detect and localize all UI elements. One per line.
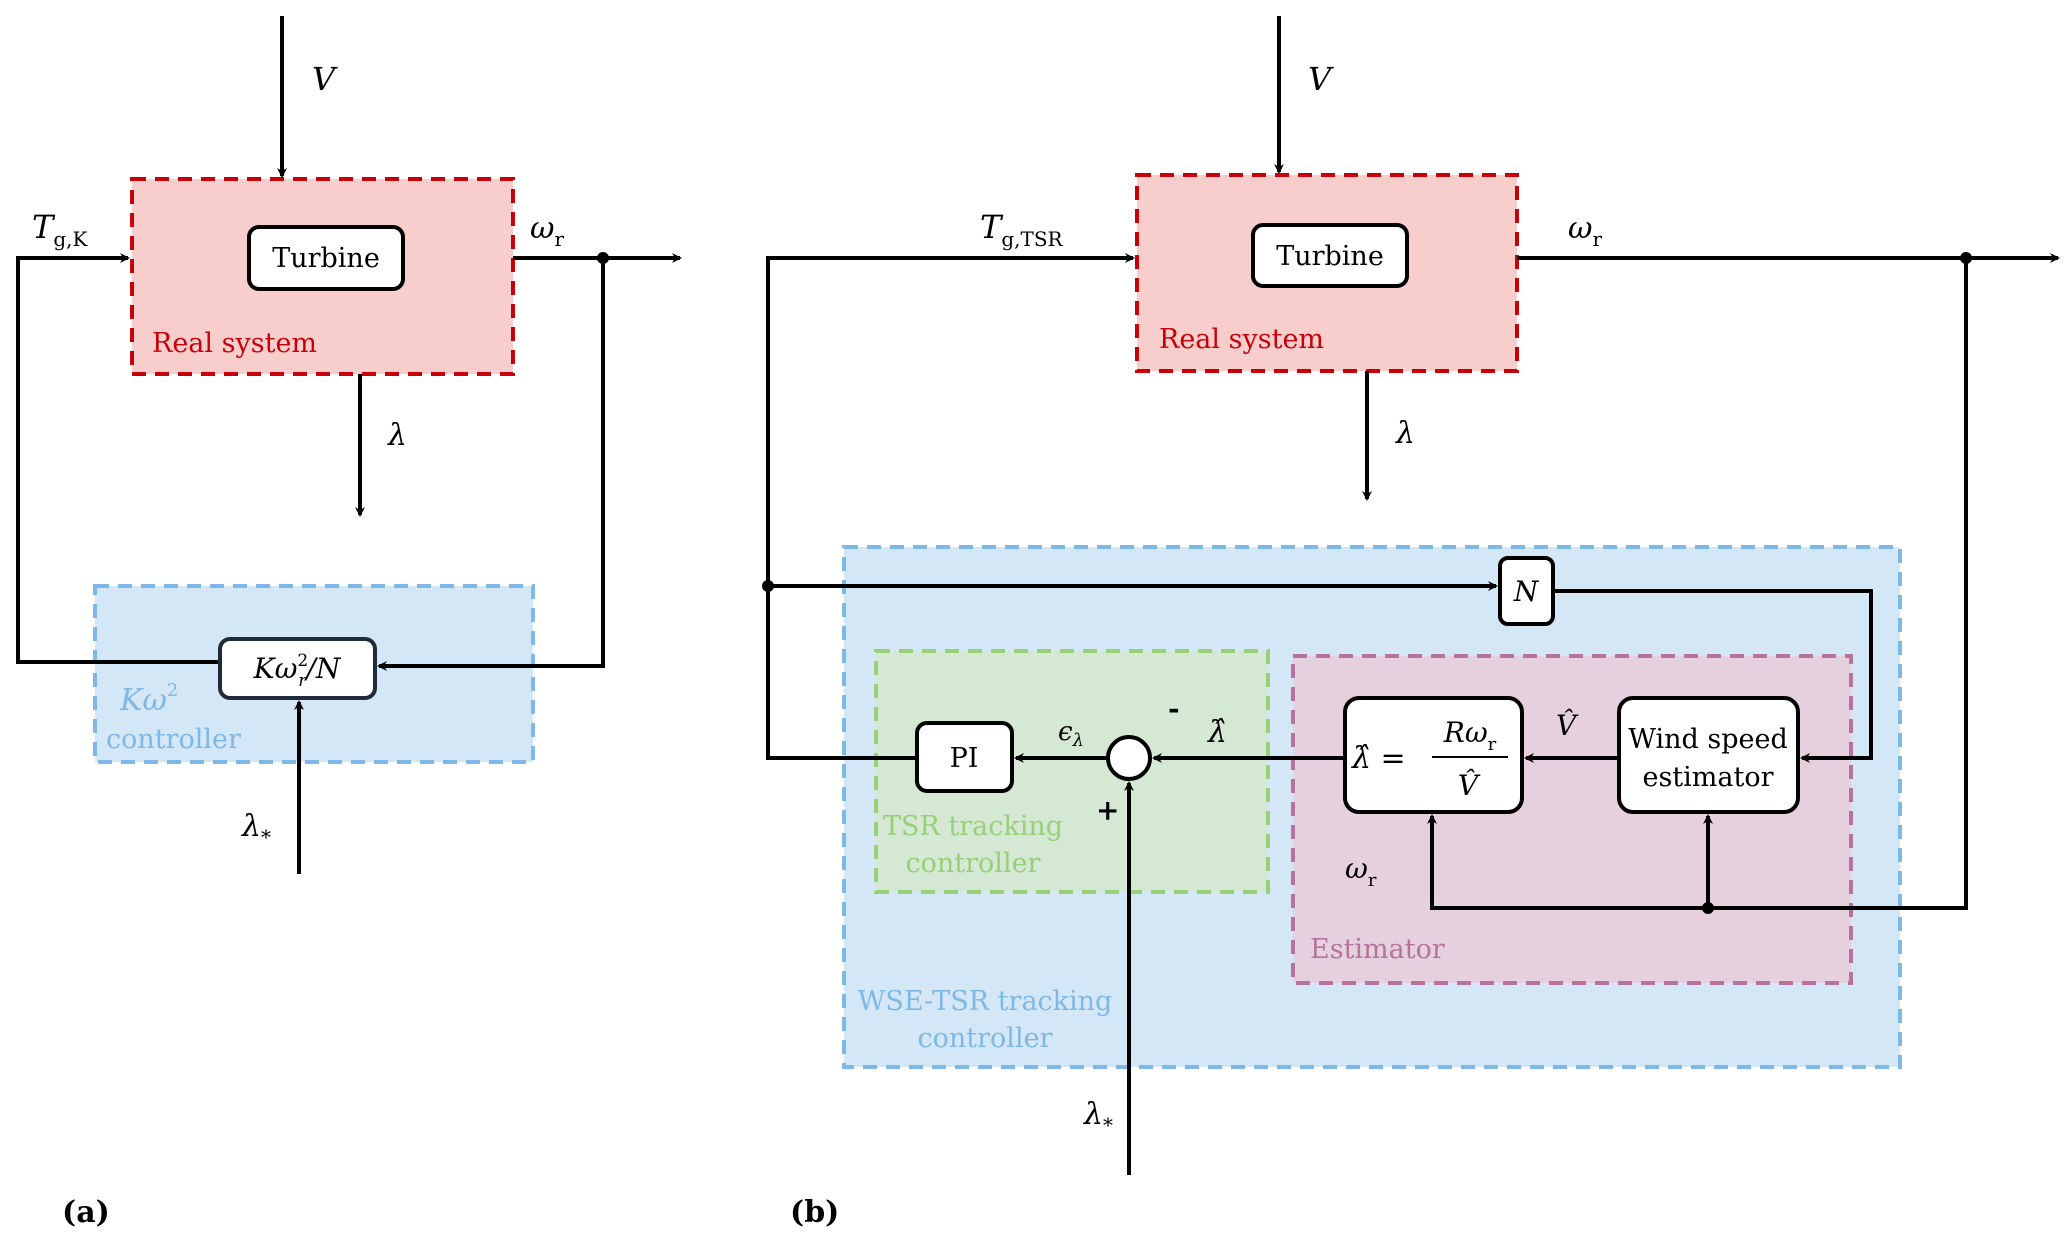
torque-label-a: Tg,K xyxy=(32,208,89,251)
torque-label-b: Tg,TSR xyxy=(980,208,1064,251)
real-system-label-b: Real system xyxy=(1159,324,1324,355)
tsr-tracking-label-line2: controller xyxy=(906,848,1041,879)
panel-b: Real system WSE-TSR tracking controller … xyxy=(762,16,2060,1230)
tsr-estimate-formula-den: V̂ xyxy=(1458,769,1481,802)
minus-sign: - xyxy=(1168,692,1180,725)
rotor-speed-label-a: ωr xyxy=(530,211,564,251)
torque-feedback-wire-a xyxy=(16,253,220,664)
rotor-speed-label-estimator: ωr xyxy=(1345,852,1377,891)
panel-b-label: (b) xyxy=(790,1195,839,1230)
wse-tsr-label-line2: controller xyxy=(918,1023,1053,1054)
turbine-block-b xyxy=(1251,223,1409,288)
tsr-estimate-block xyxy=(1343,696,1524,814)
pi-block xyxy=(915,721,1014,793)
k-omega-controller-label-text: controller xyxy=(106,724,241,755)
k-omega-controller-label-math: Kω2 xyxy=(119,680,178,718)
estimator-label: Estimator xyxy=(1310,934,1445,965)
panel-a: Real system Kω2 controller V Tg,K ωr λ λ… xyxy=(16,16,682,1230)
wind-speed-label-b: V xyxy=(1308,60,1334,98)
junction-dot-b-bottom xyxy=(1702,902,1714,914)
wind-speed-estimator-line2: estimator xyxy=(1642,762,1773,793)
turbine-block-label-b: Turbine xyxy=(1276,241,1384,272)
wind-estimate-label: V̂ xyxy=(1556,709,1579,742)
torque-wire-b xyxy=(766,253,1135,760)
turbine-block-a xyxy=(247,225,405,291)
rotor-speed-feedback-a xyxy=(377,258,605,671)
k-omega-block xyxy=(218,637,377,700)
summing-junction xyxy=(1106,735,1152,781)
turbine-block-label-a: Turbine xyxy=(272,243,380,274)
panel-a-label: (a) xyxy=(62,1195,110,1230)
tsr-estimate-formula-lhs: λ̂ = xyxy=(1351,741,1406,776)
wse-tsr-label-line1: WSE-TSR tracking xyxy=(858,986,1113,1017)
rotor-speed-feedback-b xyxy=(1427,258,1968,910)
tsr-label-a: λ xyxy=(387,418,407,453)
gearbox-to-wse-wire xyxy=(1553,589,1873,763)
tsr-estimate-label: λ̂ xyxy=(1207,715,1227,750)
gearbox-block-label: N xyxy=(1513,575,1540,608)
reference-tsr-label-b: λ* xyxy=(1083,1097,1113,1137)
rotor-speed-label-b: ωr xyxy=(1568,211,1602,251)
tsr-label-b: λ xyxy=(1395,416,1415,451)
wind-speed-label-a: V xyxy=(312,60,338,98)
wind-speed-estimator-line1: Wind speed xyxy=(1628,724,1788,755)
reference-tsr-label-a: λ* xyxy=(241,809,271,849)
wind-speed-estimator-block xyxy=(1617,696,1800,814)
plus-sign: + xyxy=(1096,794,1119,827)
pi-block-label: PI xyxy=(950,743,979,774)
tsr-tracking-label-line1: TSR tracking xyxy=(883,811,1063,842)
error-label: ϵλ xyxy=(1058,717,1084,751)
gearbox-block xyxy=(1498,556,1555,626)
real-system-label: Real system xyxy=(152,328,317,359)
tsr-estimate-formula-num: Rωr xyxy=(1443,716,1497,755)
